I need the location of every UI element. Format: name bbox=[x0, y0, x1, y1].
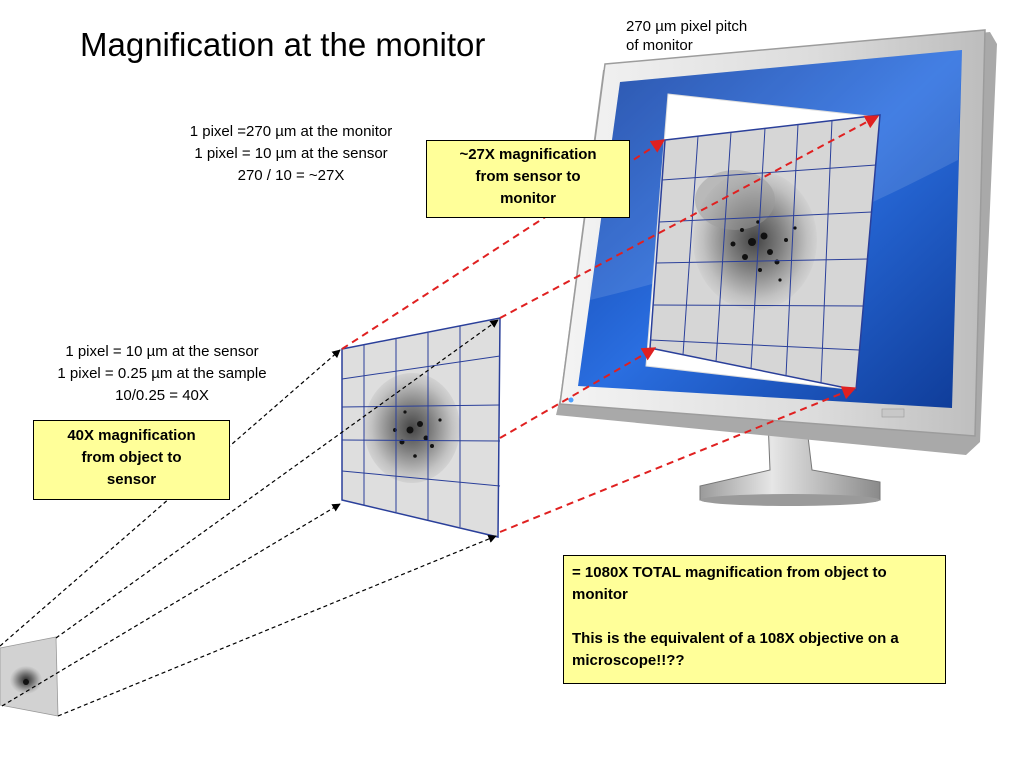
object-sample bbox=[0, 636, 59, 717]
pitch-line: of monitor bbox=[626, 37, 693, 54]
sensor-to-monitor-arrows bbox=[341, 115, 880, 533]
note-line: 10/0.25 = 40X bbox=[115, 387, 209, 404]
note-line: 1 pixel = 0.25 µm at the sample bbox=[57, 365, 267, 382]
note-line: 270 / 10 = ~27X bbox=[237, 167, 345, 184]
sensor-cell-image bbox=[341, 317, 501, 538]
monitor-cell-image bbox=[645, 93, 881, 391]
sensor-calc-note: 1 pixel = 10 µm at the sensor 1 pixel = … bbox=[30, 341, 294, 407]
box-line: sensor bbox=[106, 471, 157, 488]
total-line: = 1080X TOTAL magnification from object … bbox=[572, 564, 887, 603]
box-line: monitor bbox=[500, 190, 556, 207]
total-magnification-box: = 1080X TOTAL magnification from object … bbox=[563, 555, 946, 684]
box-line: ~27X magnification bbox=[459, 146, 597, 163]
pitch-line: 270 µm pixel pitch bbox=[626, 18, 748, 35]
sensor-magnification-box: 40X magnification from object to sensor bbox=[33, 420, 230, 500]
box-line: 40X magnification bbox=[67, 427, 196, 444]
note-line: 1 pixel = 10 µm at the sensor bbox=[65, 343, 259, 360]
note-line: 1 pixel =270 µm at the monitor bbox=[189, 123, 393, 140]
note-line: 1 pixel = 10 µm at the sensor bbox=[194, 145, 388, 162]
monitor-pixel-pitch-label: 270 µm pixel pitch of monitor bbox=[626, 17, 747, 55]
monitor-magnification-box: ~27X magnification from sensor to monito… bbox=[426, 140, 630, 218]
monitor-calc-note: 1 pixel =270 µm at the monitor 1 pixel =… bbox=[160, 121, 422, 187]
box-line: from object to bbox=[81, 449, 182, 466]
box-line: from sensor to bbox=[475, 168, 581, 185]
page-title: Magnification at the monitor bbox=[80, 26, 486, 63]
equivalent-objective-line: This is the equivalent of a 108X objecti… bbox=[572, 630, 899, 669]
